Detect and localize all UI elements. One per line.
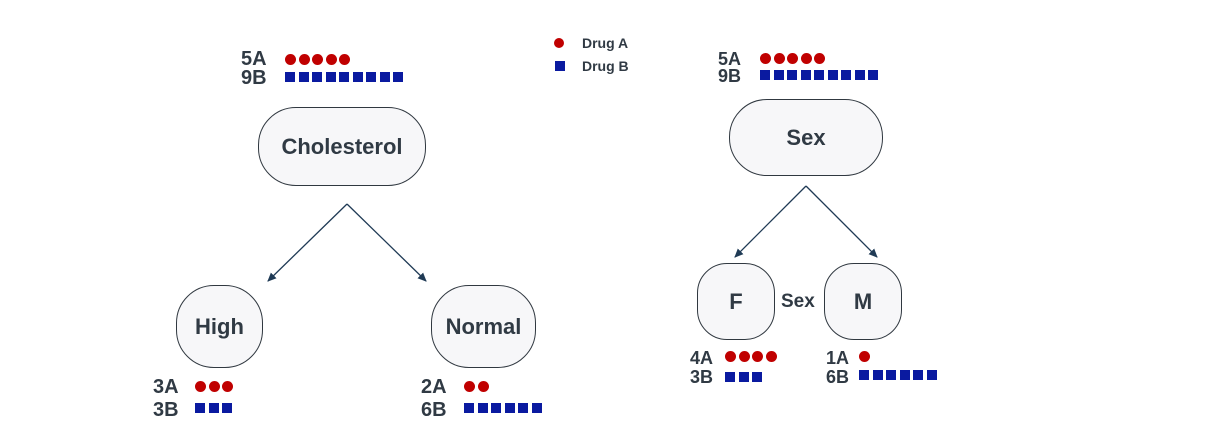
drug-b-marker <box>886 370 896 380</box>
drug-a-marker <box>752 351 763 362</box>
f-count-b: 3B <box>690 367 714 387</box>
edge-sex-m <box>805 185 878 258</box>
drug-b-marker <box>760 70 770 80</box>
drug-b-marker <box>379 72 390 82</box>
drug-b-marker <box>926 370 937 380</box>
drug-b-marker <box>872 370 883 380</box>
drug-b-marker <box>787 70 797 80</box>
drug-a-legend-marker <box>554 38 564 48</box>
drug-a-marker <box>773 53 785 64</box>
drug-a-marker <box>477 381 489 392</box>
drug-b-marker <box>464 403 474 413</box>
drug-b-marker <box>827 70 838 80</box>
drug-a-marker <box>222 381 233 392</box>
root-count-a: 5A <box>241 48 267 70</box>
drug-b-marker <box>298 72 309 82</box>
normal-node: Normal <box>431 285 536 368</box>
drug-b-marker <box>339 72 349 82</box>
drug-b-marker <box>752 372 762 382</box>
drug-b-legend-marker <box>555 61 565 71</box>
drug-b-marker <box>285 72 295 82</box>
drug-a-marker <box>738 351 750 362</box>
drug-a-marker <box>464 381 475 392</box>
edge-cholesterol-high <box>267 203 348 282</box>
sex-node: Sex <box>729 99 883 176</box>
drug-b-marker <box>854 70 865 80</box>
drug-a-marker <box>725 351 736 362</box>
split-label: Sex <box>781 291 815 312</box>
m-count-a: 1A <box>826 348 850 368</box>
drug-a-marker <box>339 54 350 65</box>
drug-b-marker <box>738 372 749 382</box>
drug-b-marker <box>518 403 528 413</box>
drug-a-marker <box>312 54 323 65</box>
drug-b-marker <box>859 370 869 380</box>
m-node: M <box>824 263 902 340</box>
drug-a-marker <box>325 54 337 65</box>
drug-a-marker <box>787 53 798 64</box>
drug-b-legend-label: Drug B <box>582 58 629 74</box>
drug-b-marker <box>352 72 363 82</box>
drug-a-legend-label: Drug A <box>582 35 629 51</box>
drug-b-marker <box>814 70 824 80</box>
drug-b-marker <box>366 72 376 82</box>
root-count-b: 9B <box>241 67 267 89</box>
drug-b-marker <box>208 403 219 413</box>
edge-sex-f <box>734 185 807 258</box>
f-count-a: 4A <box>690 348 714 368</box>
drug-b-marker <box>195 403 205 413</box>
drug-b-marker <box>725 372 735 382</box>
drug-b-marker <box>868 70 878 80</box>
normal-count-b: 6B <box>421 399 447 421</box>
edge-cholesterol-normal <box>346 203 427 282</box>
drug-a-marker <box>285 54 296 65</box>
drug-a-marker <box>765 351 777 362</box>
drug-b-marker <box>504 403 515 413</box>
normal-count-a: 2A <box>421 376 447 398</box>
high-count-a: 3A <box>153 376 179 398</box>
high-node: High <box>176 285 263 368</box>
drug-a-marker <box>859 351 870 362</box>
drug-b-marker <box>325 72 336 82</box>
cholesterol-node: Cholesterol <box>258 107 426 186</box>
drug-a-marker <box>298 54 310 65</box>
m-count-b: 6B <box>826 367 850 387</box>
drug-a-marker <box>760 53 771 64</box>
drug-b-marker <box>913 370 923 380</box>
drug-b-marker <box>477 403 488 413</box>
drug-b-marker <box>491 403 501 413</box>
drug-b-marker <box>393 72 403 82</box>
drug-b-marker <box>531 403 542 413</box>
drug-b-marker <box>800 70 811 80</box>
drug-b-marker <box>773 70 784 80</box>
drug-a-marker <box>208 381 220 392</box>
drug-a-marker <box>195 381 206 392</box>
drug-b-marker <box>841 70 851 80</box>
drug-b-marker <box>899 370 910 380</box>
drug-b-marker <box>222 403 232 413</box>
drug-b-marker <box>312 72 322 82</box>
root-count-a: 5A <box>718 49 742 69</box>
f-node: F <box>697 263 775 340</box>
high-count-b: 3B <box>153 399 179 421</box>
drug-a-marker <box>814 53 825 64</box>
drug-a-marker <box>800 53 812 64</box>
root-count-b: 9B <box>718 66 742 86</box>
